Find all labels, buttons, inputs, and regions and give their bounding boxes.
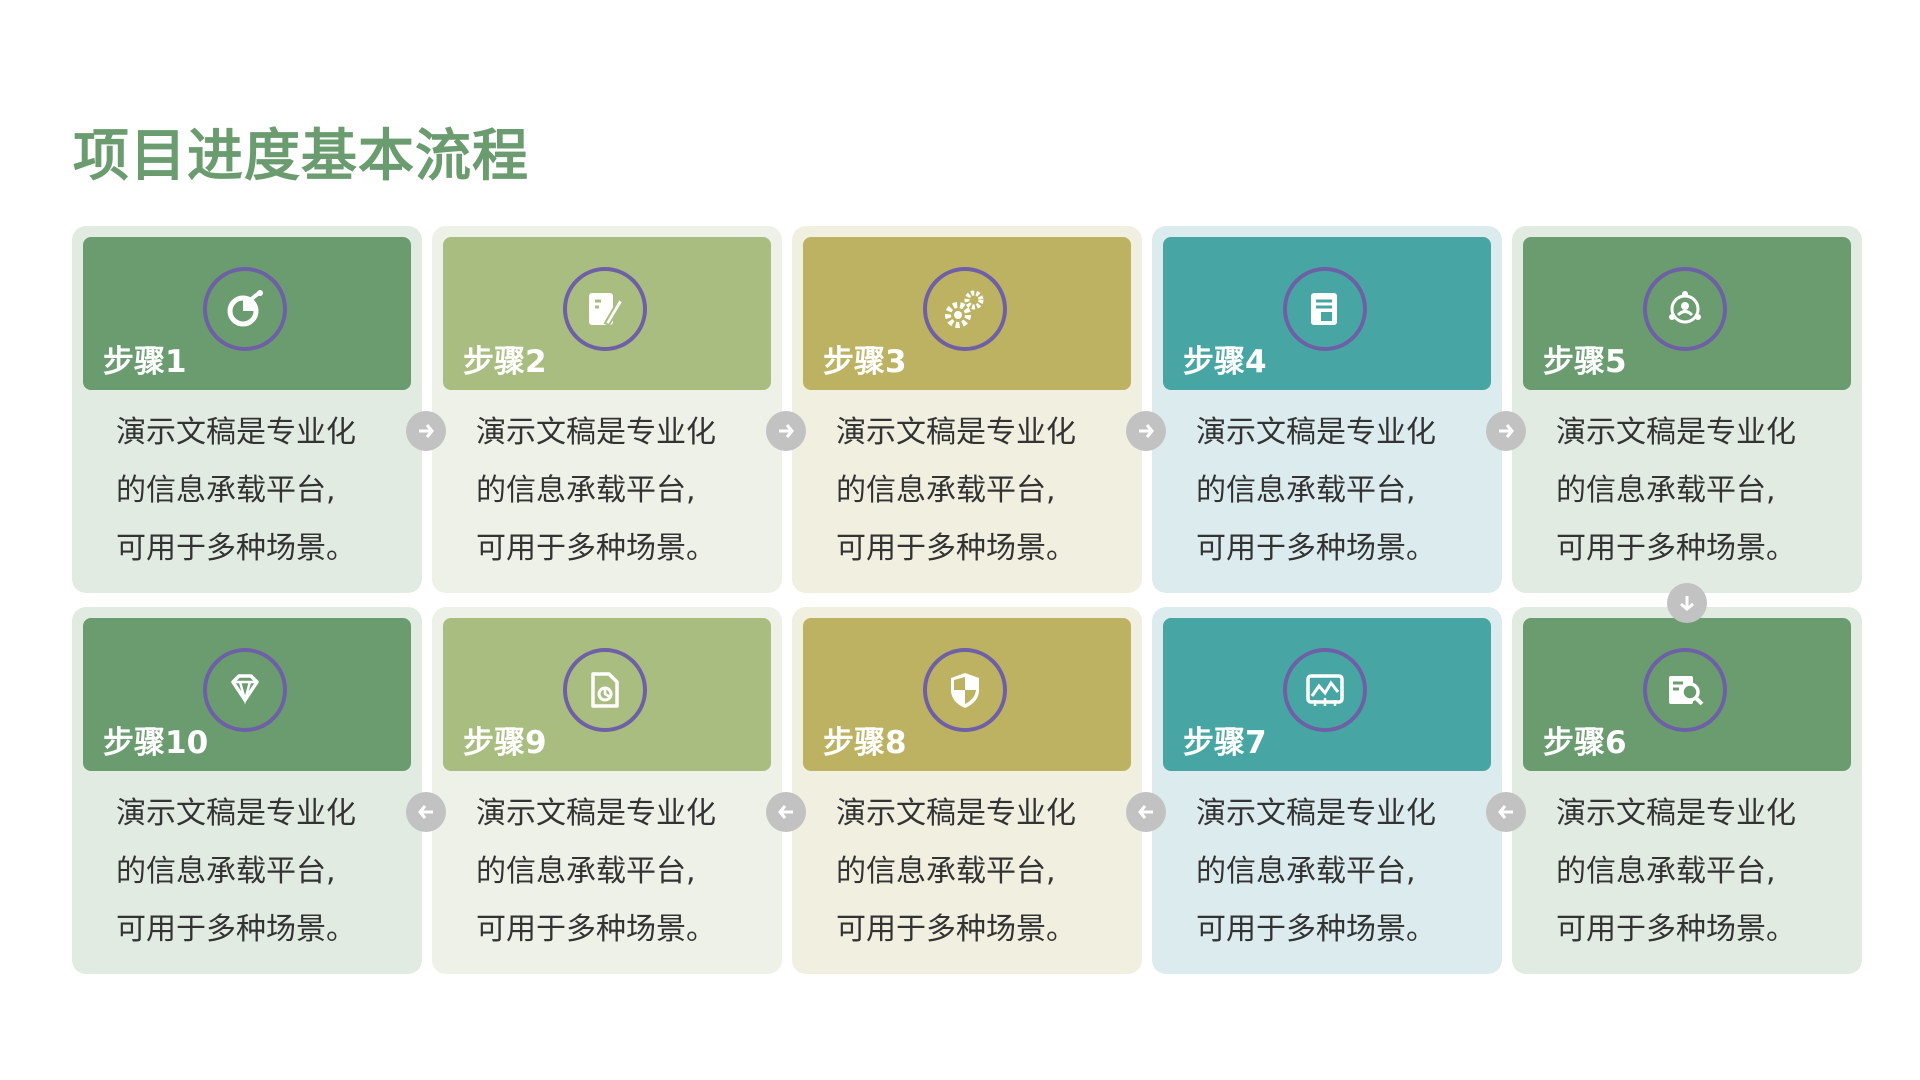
- gears-icon: [923, 267, 1007, 351]
- arrow-left-icon: [766, 792, 806, 832]
- step-header: 步骤7: [1163, 618, 1491, 771]
- text-line: 的信息承载平台,: [116, 854, 336, 889]
- step-header: 步骤6: [1523, 618, 1851, 771]
- text-line: 演示文稿是专业化: [116, 415, 356, 450]
- arrow-left-icon: [1126, 792, 1166, 832]
- chart-image-icon: [1283, 648, 1367, 732]
- step-description: 演示文稿是专业化 的信息承载平台, 可用于多种场景。: [1556, 404, 1846, 578]
- text-line: 可用于多种场景。: [836, 531, 1076, 566]
- text-line: 演示文稿是专业化: [476, 415, 716, 450]
- step-label: 步骤9: [463, 725, 547, 761]
- report-document-icon: [1283, 267, 1367, 351]
- step-label: 步骤2: [463, 344, 547, 380]
- step-header: 步骤10: [83, 618, 411, 771]
- step-header: 步骤9: [443, 618, 771, 771]
- text-line: 演示文稿是专业化: [836, 796, 1076, 831]
- text-line: 可用于多种场景。: [476, 912, 716, 947]
- step-card-9: 步骤9 演示文稿是专业化 的信息承载平台, 可用于多种场景。: [432, 607, 782, 974]
- step-card-4: 步骤4 演示文稿是专业化 的信息承载平台, 可用于多种场景。: [1152, 226, 1502, 593]
- arrow-right-icon: [1126, 411, 1166, 451]
- text-line: 的信息承载平台,: [116, 473, 336, 508]
- step-card-3: 步骤3 演示文稿是专业化 的信息承载平台, 可用于多种场景。: [792, 226, 1142, 593]
- step-description: 演示文稿是专业化 的信息承载平台, 可用于多种场景。: [116, 785, 406, 959]
- text-line: 的信息承载平台,: [836, 854, 1056, 889]
- text-line: 的信息承载平台,: [836, 473, 1056, 508]
- step-header: 步骤8: [803, 618, 1131, 771]
- step-label: 步骤10: [103, 725, 209, 761]
- step-description: 演示文稿是专业化 的信息承载平台, 可用于多种场景。: [836, 404, 1126, 578]
- text-line: 可用于多种场景。: [116, 912, 356, 947]
- text-line: 可用于多种场景。: [836, 912, 1076, 947]
- text-line: 可用于多种场景。: [116, 531, 356, 566]
- arrow-left-icon: [406, 792, 446, 832]
- step-label: 步骤6: [1543, 725, 1627, 761]
- arrow-down-icon: [1667, 583, 1707, 623]
- text-line: 的信息承载平台,: [1556, 854, 1776, 889]
- text-line: 演示文稿是专业化: [1196, 415, 1436, 450]
- text-line: 可用于多种场景。: [476, 531, 716, 566]
- arrow-right-icon: [406, 411, 446, 451]
- step-description: 演示文稿是专业化 的信息承载平台, 可用于多种场景。: [116, 404, 406, 578]
- step-description: 演示文稿是专业化 的信息承载平台, 可用于多种场景。: [476, 404, 766, 578]
- page-title: 项目进度基本流程: [73, 124, 529, 189]
- process-grid: 步骤1 演示文稿是专业化 的信息承载平台, 可用于多种场景。 步骤2 演示文稿是…: [72, 226, 1862, 974]
- step-label: 步骤8: [823, 725, 907, 761]
- step-description: 演示文稿是专业化 的信息承载平台, 可用于多种场景。: [1196, 785, 1486, 959]
- text-line: 演示文稿是专业化: [116, 796, 356, 831]
- shield-icon: [923, 648, 1007, 732]
- text-line: 的信息承载平台,: [1196, 854, 1416, 889]
- text-line: 的信息承载平台,: [1556, 473, 1776, 508]
- step-header: 步骤3: [803, 237, 1131, 390]
- step-card-6: 步骤6 演示文稿是专业化 的信息承载平台, 可用于多种场景。: [1512, 607, 1862, 974]
- step-description: 演示文稿是专业化 的信息承载平台, 可用于多种场景。: [1556, 785, 1846, 959]
- text-line: 演示文稿是专业化: [1196, 796, 1436, 831]
- step-card-1: 步骤1 演示文稿是专业化 的信息承载平台, 可用于多种场景。: [72, 226, 422, 593]
- text-line: 演示文稿是专业化: [836, 415, 1076, 450]
- step-header: 步骤5: [1523, 237, 1851, 390]
- text-line: 可用于多种场景。: [1196, 912, 1436, 947]
- step-card-10: 步骤10 演示文稿是专业化 的信息承载平台, 可用于多种场景。: [72, 607, 422, 974]
- step-header: 步骤2: [443, 237, 771, 390]
- text-line: 演示文稿是专业化: [1556, 415, 1796, 450]
- chart-pie-icon: [203, 267, 287, 351]
- arrow-right-icon: [766, 411, 806, 451]
- step-label: 步骤3: [823, 344, 907, 380]
- text-line: 的信息承载平台,: [476, 854, 696, 889]
- text-line: 的信息承载平台,: [1196, 473, 1416, 508]
- text-line: 的信息承载平台,: [476, 473, 696, 508]
- text-line: 可用于多种场景。: [1556, 531, 1796, 566]
- text-line: 演示文稿是专业化: [476, 796, 716, 831]
- arrow-right-icon: [1486, 411, 1526, 451]
- step-description: 演示文稿是专业化 的信息承载平台, 可用于多种场景。: [1196, 404, 1486, 578]
- step-label: 步骤4: [1183, 344, 1267, 380]
- text-line: 可用于多种场景。: [1196, 531, 1436, 566]
- document-chart-icon: [563, 648, 647, 732]
- step-card-5: 步骤5 演示文稿是专业化 的信息承载平台, 可用于多种场景。: [1512, 226, 1862, 593]
- step-label: 步骤5: [1543, 344, 1627, 380]
- user-network-icon: [1643, 267, 1727, 351]
- step-label: 步骤7: [1183, 725, 1267, 761]
- text-line: 可用于多种场景。: [1556, 912, 1796, 947]
- step-card-7: 步骤7 演示文稿是专业化 的信息承载平台, 可用于多种场景。: [1152, 607, 1502, 974]
- step-description: 演示文稿是专业化 的信息承载平台, 可用于多种场景。: [836, 785, 1126, 959]
- step-description: 演示文稿是专业化 的信息承载平台, 可用于多种场景。: [476, 785, 766, 959]
- step-header: 步骤4: [1163, 237, 1491, 390]
- edit-document-icon: [563, 267, 647, 351]
- step-card-8: 步骤8 演示文稿是专业化 的信息承载平台, 可用于多种场景。: [792, 607, 1142, 974]
- step-header: 步骤1: [83, 237, 411, 390]
- arrow-left-icon: [1486, 792, 1526, 832]
- search-document-icon: [1643, 648, 1727, 732]
- step-label: 步骤1: [103, 344, 187, 380]
- text-line: 演示文稿是专业化: [1556, 796, 1796, 831]
- diamond-icon: [203, 648, 287, 732]
- step-card-2: 步骤2 演示文稿是专业化 的信息承载平台, 可用于多种场景。: [432, 226, 782, 593]
